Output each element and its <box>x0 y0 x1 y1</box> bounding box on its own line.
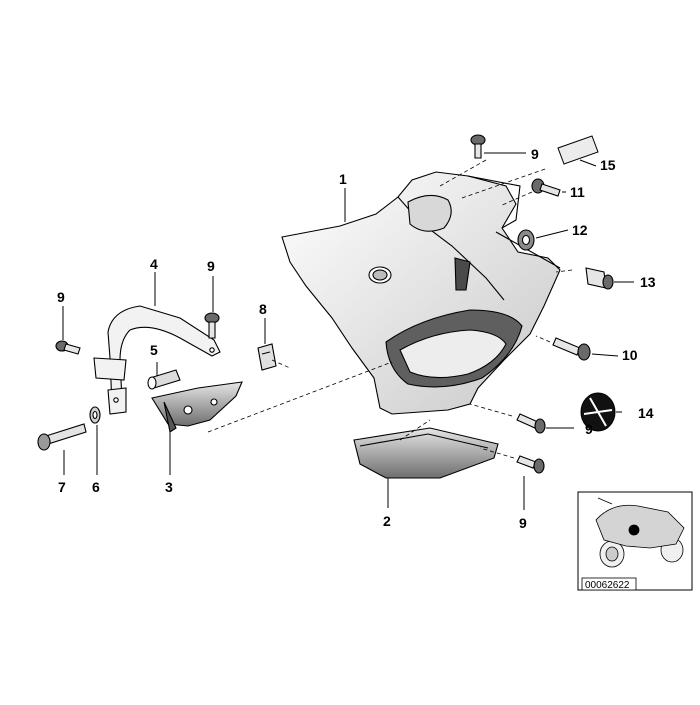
screw-part-7 <box>37 423 87 451</box>
reference-thumbnail: 00062622 <box>577 491 693 591</box>
callout-9-bottom: 9 <box>519 515 527 531</box>
washer-part-6 <box>89 406 101 424</box>
washer-part-12 <box>517 229 535 251</box>
callout-5: 5 <box>150 342 158 358</box>
screw-part-11 <box>531 178 561 197</box>
screw-part-9-left <box>55 340 81 355</box>
screw-part-9-bottom <box>516 455 545 474</box>
bracket-part-3 <box>151 381 243 433</box>
callout-11: 11 <box>570 184 585 200</box>
callout-10: 10 <box>622 347 638 363</box>
holder-part-4 <box>93 305 221 415</box>
fairing-panel-part-1 <box>281 171 561 415</box>
motorcycle-icon <box>595 497 685 568</box>
spacer-part-5 <box>147 369 181 390</box>
leader-lines <box>62 152 634 510</box>
callout-3: 3 <box>165 479 173 495</box>
screw-part-9-right <box>516 413 546 434</box>
callout-2: 2 <box>383 513 391 529</box>
callout-12: 12 <box>572 222 588 238</box>
callout-8: 8 <box>259 301 267 317</box>
callout-7: 7 <box>58 479 66 495</box>
screw-part-9-top <box>470 134 486 159</box>
callout-14: 14 <box>638 405 654 421</box>
lower-cover-part-2 <box>353 427 499 479</box>
reference-number: 00062622 <box>585 580 630 591</box>
callout-9-top: 9 <box>531 146 539 162</box>
callout-9-left: 9 <box>57 289 65 305</box>
screw-part-9-holder <box>204 312 220 339</box>
assembly-lines <box>207 159 573 459</box>
callout-15: 15 <box>600 157 616 173</box>
screw-part-10 <box>552 337 591 361</box>
callout-4: 4 <box>150 256 158 272</box>
emblem-part-14 <box>580 392 616 432</box>
callout-1: 1 <box>339 171 347 187</box>
callout-9-right: 9 <box>585 421 593 437</box>
callout-labels: 1 2 3 4 5 6 7 8 9 9 9 9 9 10 11 12 13 14… <box>57 146 656 531</box>
callout-9-holder: 9 <box>207 258 215 274</box>
label-sticker-part-15 <box>557 135 599 165</box>
rivet-part-13 <box>585 267 614 290</box>
callout-13: 13 <box>640 274 656 290</box>
callout-6: 6 <box>92 479 100 495</box>
clip-nut-part-8 <box>257 343 277 371</box>
